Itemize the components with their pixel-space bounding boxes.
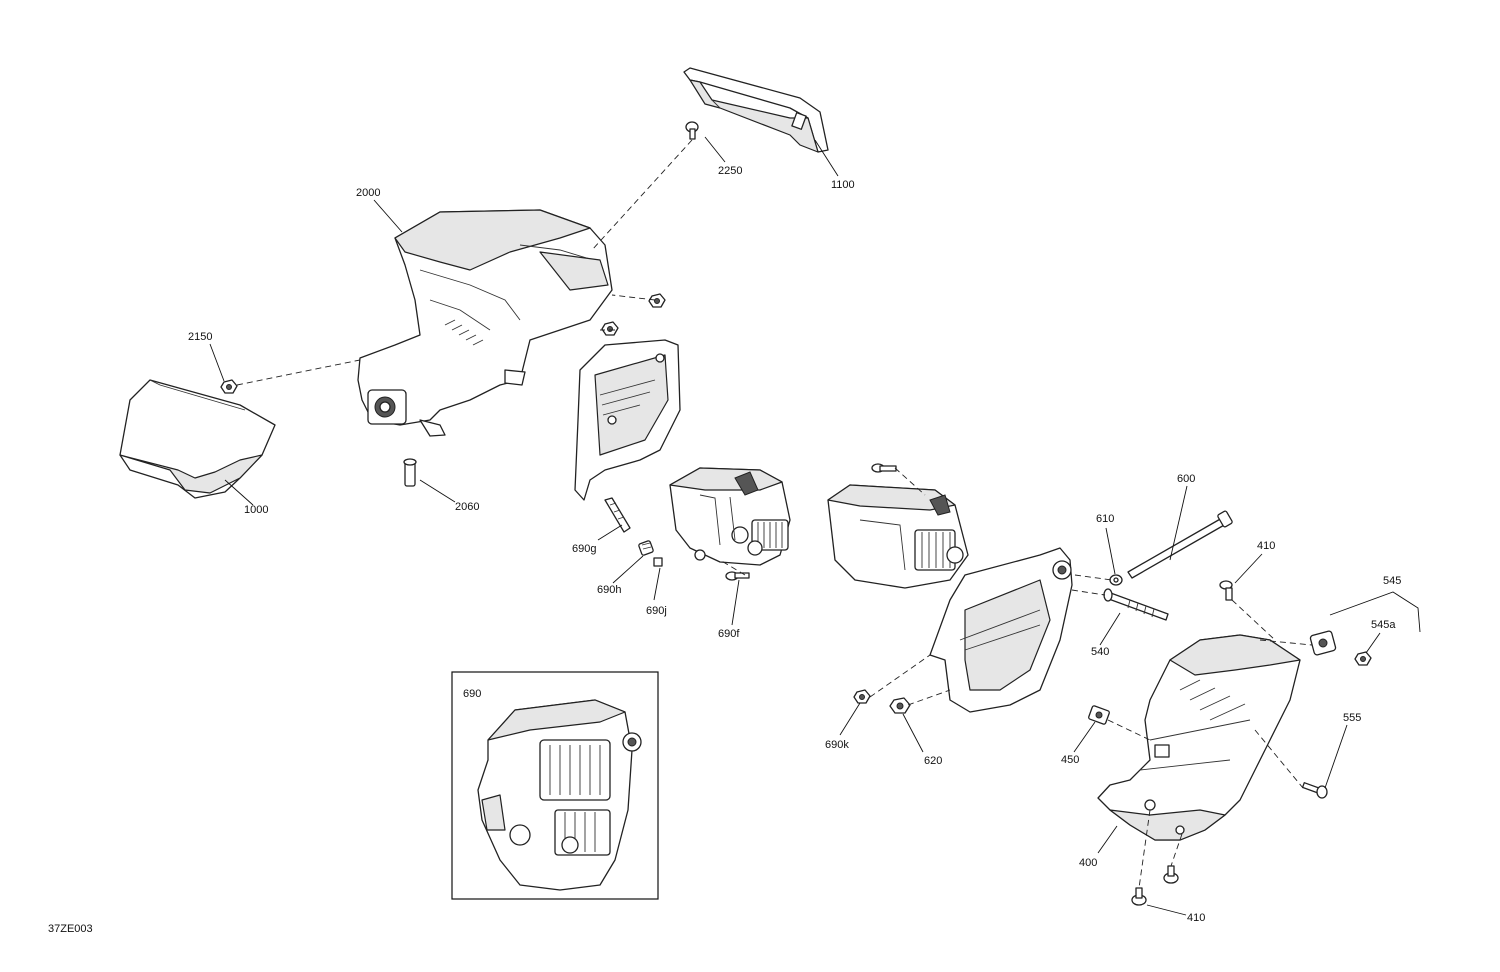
inset-label: 690 (463, 688, 481, 700)
part-410-upper[interactable] (1219, 580, 1233, 601)
inset-assembly-illustration (477, 699, 642, 891)
callout-690f: 690f (718, 628, 740, 640)
bracket-frame-upper[interactable] (574, 339, 681, 501)
part-690g[interactable] (604, 497, 631, 533)
leader-lines (209, 136, 1421, 916)
part-2250[interactable] (685, 121, 699, 140)
nut-lower[interactable] (601, 321, 619, 336)
part-545[interactable] (1309, 630, 1337, 656)
part-450[interactable] (1088, 705, 1110, 725)
callout-545a: 545a (1371, 619, 1396, 631)
callout-410-upper: 410 (1257, 540, 1275, 552)
part-690h[interactable] (638, 540, 654, 556)
part-410-lower-right[interactable] (1163, 865, 1179, 884)
part-1000[interactable] (119, 379, 276, 499)
part-690f[interactable] (725, 571, 750, 581)
assembly-lines (236, 139, 1313, 889)
bracket-frame-lower[interactable] (929, 547, 1073, 713)
callout-545: 545 (1383, 575, 1401, 587)
callout-555: 555 (1343, 712, 1361, 724)
callout-2060: 2060 (455, 501, 479, 513)
nut-upper[interactable] (648, 293, 666, 308)
part-2150[interactable] (220, 379, 238, 394)
second-module[interactable] (827, 484, 969, 589)
part-2060[interactable] (403, 458, 417, 487)
callout-450: 450 (1061, 754, 1079, 766)
diagram-code: 37ZE003 (48, 923, 93, 935)
callout-690h: 690h (597, 584, 621, 596)
part-410-lower-left[interactable] (1131, 887, 1147, 906)
callout-1000: 1000 (244, 504, 268, 516)
part-690j[interactable] (653, 557, 663, 567)
callout-540: 540 (1091, 646, 1109, 658)
callout-690j: 690j (646, 605, 667, 617)
callout-410-lower: 410 (1187, 912, 1205, 924)
callout-620: 620 (924, 755, 942, 767)
callout-2150: 2150 (188, 331, 212, 343)
callout-690k: 690k (825, 739, 849, 751)
part-620[interactable] (889, 697, 911, 714)
part-600[interactable] (1127, 510, 1233, 579)
callout-610: 610 (1096, 513, 1114, 525)
callout-2250: 2250 (718, 165, 742, 177)
part-540[interactable] (1103, 588, 1169, 621)
callout-400: 400 (1079, 857, 1097, 869)
callout-labels: 2000 2250 1100 2150 1000 2060 690g 690h … (48, 165, 1401, 935)
callout-2000: 2000 (356, 187, 380, 199)
part-610[interactable] (1109, 574, 1123, 586)
callout-1100: 1100 (831, 179, 855, 191)
part-555[interactable] (1301, 782, 1328, 799)
part-545a[interactable] (1354, 651, 1372, 666)
screw-second-module[interactable] (871, 463, 897, 473)
inset-690 (451, 671, 659, 900)
callout-600: 600 (1177, 473, 1195, 485)
regulator-module[interactable] (669, 467, 791, 566)
part-2000[interactable] (357, 209, 613, 437)
part-1100[interactable] (683, 67, 829, 153)
part-400[interactable] (1097, 634, 1301, 841)
part-690k[interactable] (853, 689, 871, 704)
callout-690g: 690g (572, 543, 596, 555)
